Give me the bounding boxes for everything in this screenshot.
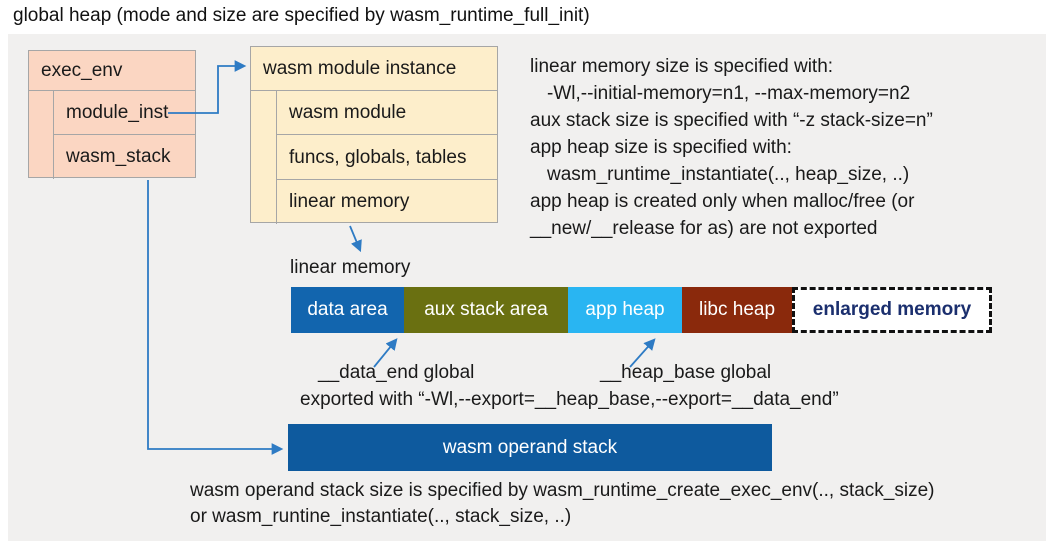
heap-base-global-label: __heap_base global [600,362,772,383]
note-line: or wasm_runtine_instantiate(.., stack_si… [190,506,572,527]
operand-stack-note: wasm operand stack size is specified by … [190,478,935,530]
module-instance-row-funcs-globals-tables: funcs, globals, tables [276,135,497,180]
memory-segment-enlarged-memory: enlarged memory [792,287,992,333]
note-line: -Wl,--initial-memory=n1, --max-memory=n2 [547,83,911,104]
module-instance-row-linear-memory: linear memory [276,180,497,224]
note-line: wasm operand stack size is specified by … [190,480,935,501]
module-instance-row-wasm-module: wasm module [276,91,497,135]
note-line: wasm_runtime_instantiate(.., heap_size, … [547,164,910,185]
export-note: exported with “-Wl,--export=__heap_base,… [300,389,839,410]
memory-segment-aux-stack-area: aux stack area [404,287,568,333]
exec-env-title: exec_env [29,51,195,91]
page-title: global heap (mode and size are specified… [13,5,590,26]
wasm-operand-stack-label: wasm operand stack [442,436,618,458]
note-line: aux stack size is specified with “-z sta… [530,110,933,131]
wasm-operand-stack-box: wasm operand stack [288,424,772,471]
linear-memory-notes: linear memory size is specified with: -W… [530,53,933,242]
exec-env-row-module-inst: module_inst [53,91,196,135]
module-instance-title: wasm module instance [251,47,497,91]
note-line: __new/__release for as) are not exported [530,218,878,239]
note-line: app heap size is specified with: [530,137,792,158]
memory-segment-libc-heap: libc heap [682,287,792,333]
memory-segment-data-area: data area [291,287,404,333]
exec-env-box: exec_env module_inst wasm_stack [28,50,196,179]
linear-memory-label: linear memory [290,257,411,278]
exec-env-row-wasm-stack: wasm_stack [53,135,196,179]
module-instance-box: wasm module instance wasm module funcs, … [250,46,498,224]
note-line: app heap is created only when malloc/fre… [530,191,915,212]
data-end-global-label: __data_end global [318,362,475,383]
note-line: linear memory size is specified with: [530,56,834,77]
memory-segment-app-heap: app heap [568,287,682,333]
